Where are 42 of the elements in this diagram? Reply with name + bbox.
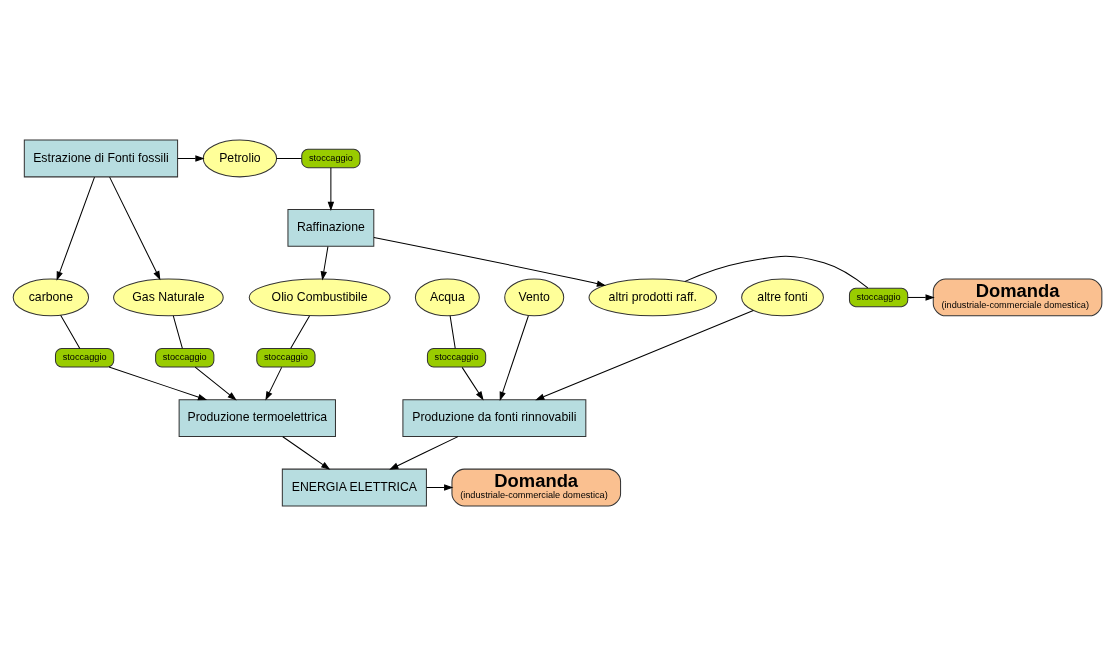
node-box: ENERGIA ELETTRICA [281, 468, 427, 506]
node-box: stoccaggio [301, 148, 361, 168]
node-box: Raffinazione [287, 208, 375, 247]
arrow [461, 366, 484, 401]
node-box: stoccaggio [848, 287, 909, 307]
node-box: stoccaggio [155, 347, 215, 367]
node-ellipse: Vento [504, 278, 565, 316]
arrow [499, 314, 529, 401]
arrow [327, 166, 335, 211]
connector [60, 314, 81, 349]
node-ellipse: carbone [12, 278, 90, 316]
node-ellipse: Gas Naturale [113, 278, 224, 316]
node-ellipse: altre fonti [741, 278, 824, 316]
arrow [907, 293, 935, 301]
arrow [265, 366, 283, 401]
arrow [535, 309, 754, 400]
arrow [320, 245, 329, 281]
node-box: Domanda (industriale-commerciale domestica) [932, 278, 1103, 316]
node-box: Produzione da fonti rinnovabili [402, 398, 587, 437]
node-ellipse: Acqua [414, 278, 480, 316]
node-box: stoccaggio [256, 347, 316, 367]
arrow [109, 176, 161, 280]
node-box: stoccaggio [54, 347, 115, 367]
connector [449, 314, 456, 349]
node-ellipse: Olio Combustibile [248, 278, 391, 316]
arrow [389, 435, 459, 470]
arrow [373, 236, 607, 287]
arrow [56, 176, 96, 281]
node-ellipse: Petrolio [202, 139, 278, 177]
arrow [177, 154, 205, 162]
node-box: Estrazione di Fonti fossili [23, 139, 179, 177]
node-box: stoccaggio [426, 347, 487, 367]
arrow [282, 435, 331, 470]
connector [276, 157, 303, 159]
arrow [108, 366, 208, 400]
connector [684, 255, 869, 288]
arrow [426, 483, 454, 491]
arrow [194, 366, 237, 401]
node-box: Produzione termoelettrica [178, 398, 336, 437]
node-box: Domanda (industriale-commerciale domestica) [451, 468, 622, 506]
connector [172, 314, 183, 349]
connector [290, 314, 310, 349]
